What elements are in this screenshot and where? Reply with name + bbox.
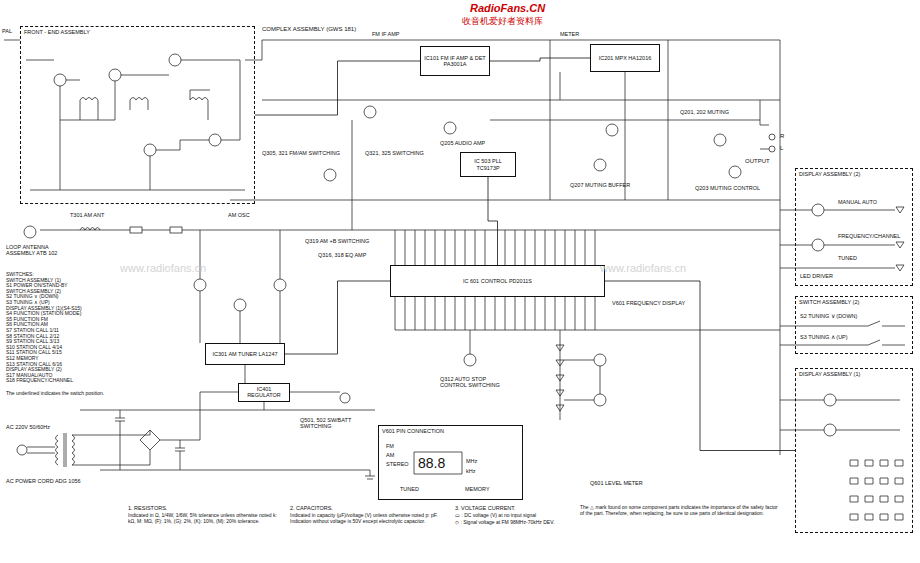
ic-box: IC201 MPX HA12016 (590, 44, 660, 72)
part-label: S3 TUNING ∧ (UP) (800, 334, 848, 340)
node-text: IC401 REGULATOR (242, 386, 286, 399)
assembly-box: SWITCH ASSEMBLY (2) (795, 296, 913, 354)
part-label: Q305, 321 FM/AM SWITCHING (262, 150, 340, 156)
part-label: TUNED (400, 486, 419, 492)
part-label: S2 TUNING ∨ (DOWN) (800, 313, 857, 319)
node-text: DISPLAY ASSEMBLY (1) (799, 371, 909, 377)
part-label: V601 FREQUENCY DISPLAY (612, 300, 685, 306)
wire-connector (488, 177, 498, 265)
part-label: FM (386, 443, 394, 449)
part-label: FM IF AMP (372, 31, 400, 37)
watermark: RadioFans.CN (470, 2, 545, 15)
part-label: Q319 AM +B SWITCHING (305, 238, 369, 244)
part-label: kHz (466, 468, 475, 474)
node-text: SWITCH ASSEMBLY (2) (799, 299, 909, 305)
node-text: IC201 MPX HA12016 (594, 55, 656, 61)
part-label: Q205 AUDIO AMP (440, 140, 485, 146)
part-label: L (780, 145, 783, 152)
part-label: 3. VOLTAGE CURRENT. (455, 505, 516, 511)
part-label: R (780, 133, 784, 140)
part-label: S18 FREQUENCY/CHANNEL (6, 378, 73, 384)
part-label: The underlined indicates the switch posi… (6, 391, 116, 397)
ic-box: IC101 FM IF AMP & DET PA3001A (420, 46, 490, 76)
watermark: 收音机爱好者资料库 (462, 16, 543, 26)
part-label: STEREO (386, 461, 409, 467)
ic-box: IC401 REGULATOR (238, 383, 290, 402)
part-label: COMPLEX ASSEMBLY (GWS 181) (262, 26, 356, 33)
assembly-box: DISPLAY ASSEMBLY (2) (795, 168, 913, 286)
part-label: TUNED (838, 255, 857, 261)
part-label: 88.8 (418, 455, 445, 471)
part-label: AC 220V 50/60Hz (6, 424, 50, 430)
node-text: IC101 FM IF AMP & DET PA3001A (424, 55, 486, 68)
wire-connector (490, 58, 590, 61)
part-label: The △ mark found on some component parts… (580, 505, 780, 517)
part-label: Q203 MUTING CONTROL (695, 185, 760, 191)
part-label: LOOP ANTENNA ASSEMBLY ATB 102 (6, 244, 68, 257)
node-text: V601 PIN CONNECTION (382, 428, 519, 434)
part-label: Q312 AUTO STOP CONTROL SWITCHING (440, 376, 510, 389)
part-label: Q501, 502 SW/BATT SWITCHING (300, 417, 375, 430)
part-label: Q207 MUTING BUFFER (570, 182, 630, 188)
node-text: FRONT - END ASSEMBLY (24, 29, 251, 35)
ic-box: IC 601 CONTROL PD2011S (390, 265, 605, 297)
part-label: LED DRIVER (800, 273, 833, 279)
part-label: Q316, 318 EQ AMP (318, 252, 366, 258)
part-label: MANUAL AUTO (838, 199, 877, 205)
assembly-box: DISPLAY ASSEMBLY (1) (795, 368, 913, 533)
watermark: www.radiofans.cn (600, 262, 686, 275)
wire-connector (605, 281, 795, 451)
part-label: Q321, 325 SWITCHING (365, 150, 424, 156)
part-label: PAL (2, 28, 12, 34)
part-label: T301 AM ANT (70, 212, 104, 218)
part-label: MEMORY (465, 486, 490, 492)
part-label: Q201, 202 MUTING (680, 109, 729, 115)
part-label: Indicated in Ω, 1/4W, 1/6W, 5% tolerance… (128, 513, 278, 525)
ic-box: IC 503 PLL TC9173P (460, 152, 516, 177)
wire-connector (285, 281, 390, 354)
part-label: AM (386, 452, 394, 458)
part-label: OUTPUT (745, 158, 770, 165)
watermark: www.radiofans.cn (120, 262, 206, 275)
part-label: AC POWER CORD ADG 1056 (6, 478, 81, 484)
node-text: DISPLAY ASSEMBLY (2) (799, 171, 909, 177)
node-text: IC301 AM TUNER LA1247 (209, 351, 281, 357)
part-label: ◇ : Signal voltage at FM 98MHz-70kHz DEV… (455, 520, 554, 526)
part-label: 1. RESISTORS. (128, 505, 167, 511)
part-label: FREQUENCY/CHANNEL (838, 233, 900, 239)
part-label: 2. CAPACITORS. (290, 505, 333, 511)
node-text: IC 601 CONTROL PD2011S (394, 278, 601, 284)
part-label: MHz (466, 458, 477, 464)
assembly-box: FRONT - END ASSEMBLY (20, 26, 255, 204)
part-label: Q601 LEVEL METER (590, 480, 643, 486)
wire-connector (255, 61, 420, 115)
part-label: Indicated in capacity (µF)/voltage (V) u… (290, 513, 440, 525)
part-label: ▭ : DC voltage (V) at no input signal (455, 513, 536, 519)
part-label: AM OSC (228, 212, 250, 218)
ic-box: IC301 AM TUNER LA1247 (205, 343, 285, 365)
node-text: IC 503 PLL TC9173P (464, 158, 512, 171)
part-label: METER (560, 31, 579, 37)
